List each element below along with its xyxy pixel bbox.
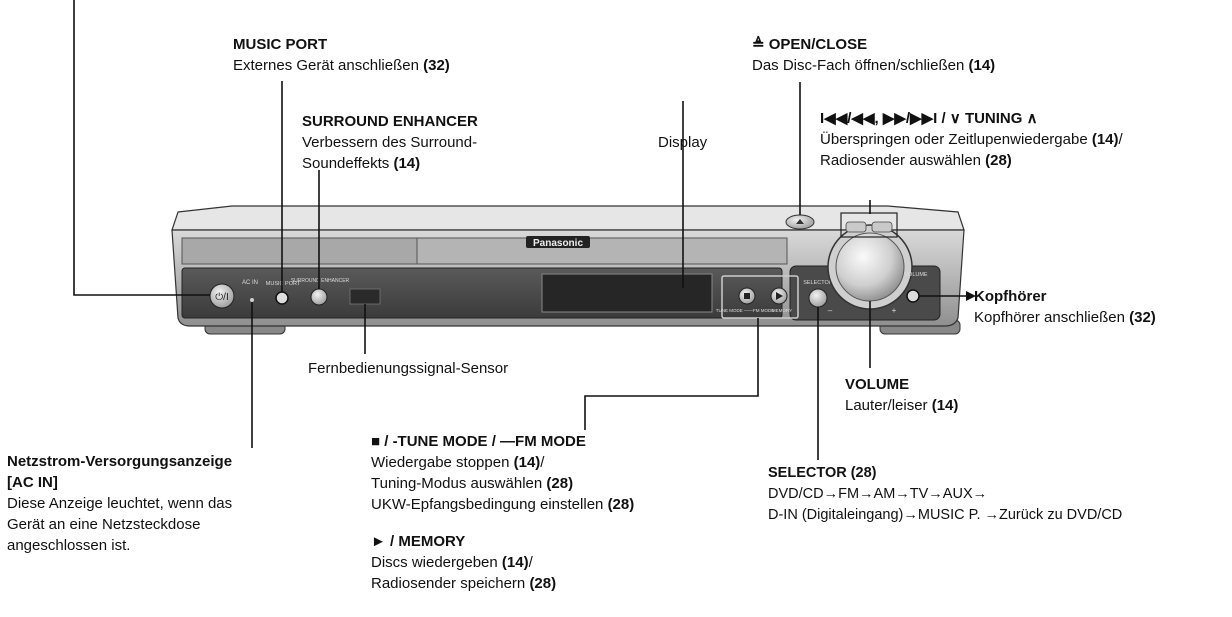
callout-headphone: Kopfhörer Kopfhörer anschließen (32) [974,286,1156,328]
memory-panel-label: MEMORY [772,308,792,313]
open-close-title: ≜ OPEN/CLOSE [752,36,868,53]
leader-lines [73,0,966,460]
skip-back-button[interactable] [845,221,867,233]
disc-tray [181,237,418,265]
stop-desc-1: Wiedergabe stoppen (14)/ [371,454,545,471]
callout-stop-tune-mode: ■ / -TUNE MODE / —FM MODE Wiedergabe sto… [371,431,634,515]
surround-desc-2: Soundeffekts (14) [302,155,421,172]
selector-title: SELECTOR (28) [768,465,877,481]
display-window [541,273,713,313]
headphone-jack[interactable] [906,289,920,303]
ac-in-desc-1: Diese Anzeige leuchtet, wenn das [7,495,233,512]
surround-panel-label: SURROUND ENHANCER [291,278,350,284]
sensor-title: Fernbedienungssignal-Sensor [308,360,509,377]
stop-desc-3: UKW-Epfangsbedingung einstellen (28) [371,496,635,513]
ac-in-panel-label: AC IN [242,280,258,286]
volume-title: VOLUME [845,376,910,393]
remote-sensor [349,288,381,305]
power-button[interactable] [209,283,235,309]
surround-title: SURROUND ENHANCER [302,113,478,130]
stop-icon [744,293,750,299]
power-icon: ⏻/I [215,292,228,303]
volume-minus-label: – [828,306,833,315]
volume-plus-label: + [892,306,897,315]
play-desc-1: Discs wiedergeben (14)/ [371,554,533,571]
stop-play-bezel [721,275,799,319]
callout-ac-in: Netzstrom-Versorgungsanzeige [AC IN] Die… [7,451,232,556]
leader-stop [584,318,759,430]
selector-desc-2: D-IN (Digitaleingang)→MUSIC P. →Zurück z… [768,507,1123,523]
play-icon [776,292,783,300]
stop-title: ■ / -TUNE MODE / —FM MODE [371,433,586,450]
ac-in-desc-2: Gerät an eine Netzsteckdose [7,516,201,533]
selector-desc-1: DVD/CD→FM→AM→TV→AUX→ [768,486,988,502]
display-title: Display [658,134,708,151]
skip-title: I◀◀/◀◀, ▶▶/▶▶I / ∨ TUNING ∧ [820,110,1038,127]
skip-desc-1: Überspringen oder Zeitlupenwiedergabe (1… [820,131,1123,148]
callout-open-close: ≜ OPEN/CLOSE Das Disc-Fach öffnen/schlie… [752,34,995,76]
music-port-desc: Externes Gerät anschließen (32) [233,57,450,74]
headphone-desc: Kopfhörer anschließen (32) [974,309,1156,326]
callout-display: Display [658,132,707,153]
music-port-panel-label: MUSIC PORT [266,281,301,287]
surround-desc-1: Verbessern des Surround- [302,134,478,151]
callout-remote-sensor: Fernbedienungssignal-Sensor [308,358,508,379]
play-desc-2: Radiosender speichern (28) [371,575,557,592]
volume-panel-label: VOLUME [904,272,928,278]
tune-mode-panel-label: TUNE MODE ——FM MODE [716,308,775,313]
ac-in-desc-3: angeschlossen ist. [7,537,131,554]
device-top [171,205,965,231]
volume-knob[interactable] [835,232,905,302]
callout-music-port: MUSIC PORT Externes Gerät anschließen (3… [233,34,450,76]
volume-desc: Lauter/leiser (14) [845,397,959,414]
callout-play-memory: ► / MEMORY Discs wiedergeben (14)/ Radio… [371,531,556,594]
ac-in-title-1: Netzstrom-Versorgungsanzeige [7,453,233,470]
brand-logo: Panasonic [533,238,583,249]
callout-skip-tuning: I◀◀/◀◀, ▶▶/▶▶I / ∨ TUNING ∧ Überspringen… [820,108,1123,171]
skip-forward-button[interactable] [871,221,893,233]
selector-button[interactable] [808,288,828,308]
brand-logo-bg [526,236,590,248]
play-title: ► / MEMORY [371,533,466,550]
music-port-title: MUSIC PORT [233,36,328,53]
leader-power [73,0,210,296]
ac-in-indicator [250,298,254,302]
stop-desc-2: Tuning-Modus auswählen (28) [371,475,574,492]
callout-surround-enhancer: SURROUND ENHANCER Verbessern des Surroun… [302,111,478,174]
music-port-jack[interactable] [275,291,289,305]
callout-selector: SELECTOR (28) DVD/CD→FM→AM→TV→AUX→ D-IN … [768,463,1122,526]
open-close-desc: Das Disc-Fach öffnen/schließen (14) [752,57,996,74]
eject-icon [796,219,804,224]
headphone-arrow [966,291,976,301]
callout-volume: VOLUME Lauter/leiser (14) [845,374,958,416]
surround-enhancer-button[interactable] [310,288,328,306]
headphone-title: Kopfhörer [974,288,1047,305]
selector-panel-label: SELECTOR [803,280,833,286]
skip-buttons-frame [840,212,898,238]
disc-tray-slot [416,237,788,265]
ac-in-title-2: [AC IN] [7,474,58,491]
skip-desc-2: Radiosender auswählen (28) [820,152,1012,169]
